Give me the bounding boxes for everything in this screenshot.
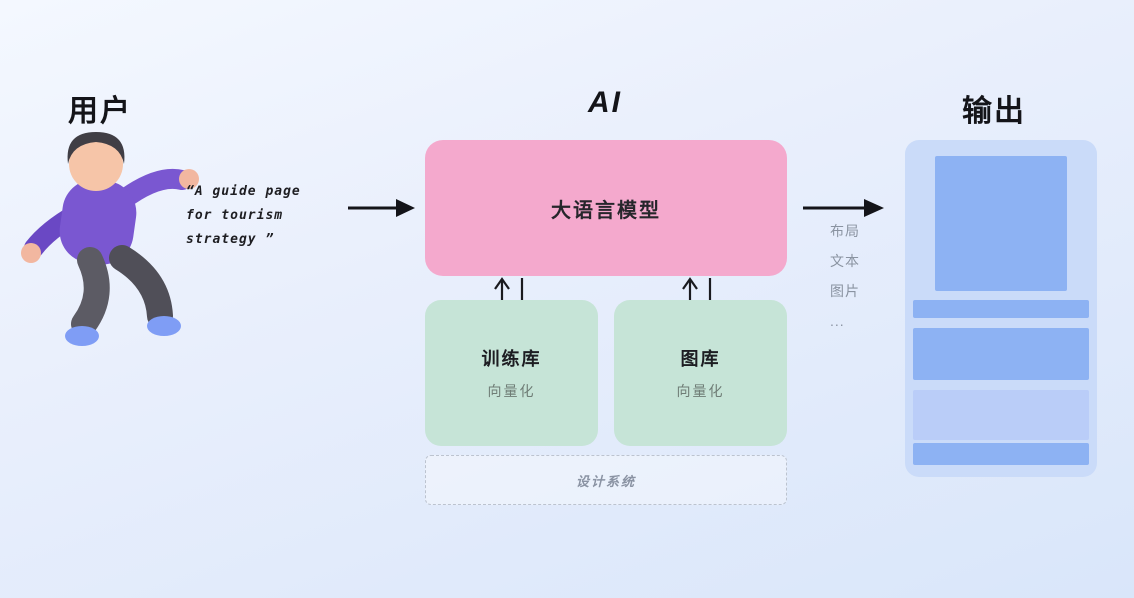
wireframe-content-block (913, 328, 1089, 380)
image-gallery-subtitle: 向量化 (676, 383, 725, 399)
quote-line: for tourism (186, 208, 284, 223)
person-head (69, 137, 123, 191)
wireframe-bar (913, 300, 1089, 318)
arrow-right-icon (803, 199, 884, 217)
person-hair (67, 132, 125, 164)
user-person-illustration (21, 132, 199, 346)
design-system-box: 设计系统 (425, 455, 787, 505)
person-hand-left (21, 243, 41, 263)
wireframe-footer-bar (913, 443, 1089, 465)
person-hand-right (179, 169, 199, 189)
person-shoe-left (65, 326, 99, 346)
person-leg-left (71, 247, 110, 337)
training-library-subtitle: 向量化 (487, 383, 536, 399)
wireframe-hero-block (935, 156, 1067, 291)
person-torso (59, 179, 137, 265)
output-wireframe-panel (905, 140, 1097, 477)
person-shoe-right (147, 316, 181, 336)
section-title-ai: AI (588, 86, 622, 119)
output-arrow-labels: 布局 文本 图片 ... (830, 216, 860, 336)
design-system-label: 设计系统 (575, 473, 636, 489)
llm-box-label: 大语言模型 (551, 199, 661, 222)
quote-line: “A guide page (186, 184, 301, 199)
llm-box: 大语言模型 (425, 140, 787, 276)
section-title-output: 输出 (962, 95, 1026, 128)
user-prompt-quote: “A guide page for tourism strategy ” (186, 180, 336, 252)
arrow-label-text: 文本 (830, 253, 860, 269)
training-library-box: 训练库 向量化 (425, 300, 598, 446)
wireframe-light-block (913, 390, 1089, 440)
image-gallery-box: 图库 向量化 (614, 300, 787, 446)
arrow-label-image: 图片 (830, 283, 860, 299)
training-library-title: 训练库 (481, 349, 542, 369)
quote-line: strategy ” (186, 232, 275, 247)
arrow-label-layout: 布局 (830, 223, 860, 239)
image-gallery-title: 图库 (680, 349, 721, 369)
arrow-right-icon (348, 199, 415, 217)
section-title-user: 用户 (68, 95, 132, 128)
arrow-label-ellipsis: ... (830, 313, 845, 329)
person-leg-right (109, 245, 173, 329)
